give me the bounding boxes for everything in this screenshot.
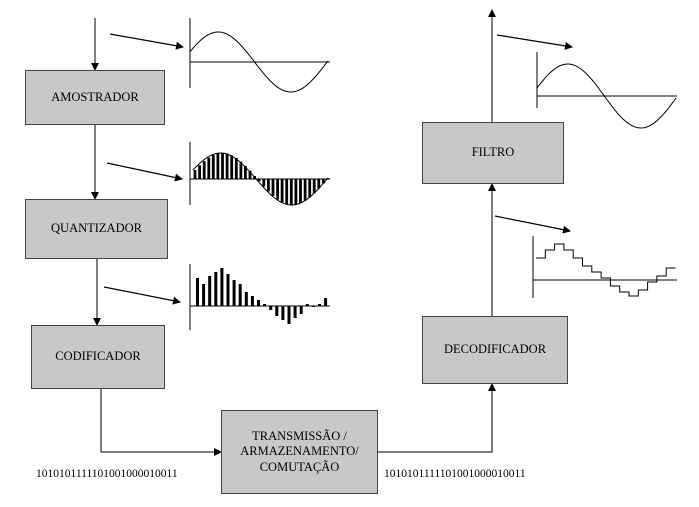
quantized-bar [324, 298, 328, 306]
sample-bar [193, 170, 197, 179]
quantized-bar [318, 304, 321, 306]
quantized-bar [299, 306, 303, 314]
sample-bar [280, 179, 284, 203]
codificador-label: CODIFICADOR [55, 349, 141, 364]
sample-bar [271, 179, 275, 196]
sample-bar [267, 179, 270, 192]
sample-bar [312, 179, 316, 194]
sample-bar [262, 179, 266, 187]
pointer-arrow-filtered [496, 34, 573, 50]
quantized-bar [293, 306, 297, 318]
quantized-bar [263, 304, 267, 306]
quantized-bar [287, 306, 291, 324]
quantized-bar [238, 284, 242, 306]
quantized-bar [196, 278, 199, 306]
sample-bar [202, 161, 206, 179]
quantized-bar [226, 274, 230, 306]
amostrador-block: AMOSTRADOR [25, 70, 165, 125]
sample-bar [244, 165, 247, 179]
output-bitstream: 1010101111101001000010011 [384, 468, 526, 480]
sample-bar [198, 165, 201, 179]
pointer-arrow-sampled [106, 162, 183, 182]
quantized-bar [232, 280, 236, 306]
quantized-bar [257, 300, 260, 306]
quantized-bar [208, 276, 212, 306]
sample-bar [216, 153, 220, 179]
input-bitstream: 1010101111101001000010011 [36, 468, 178, 480]
sample-bar [303, 179, 307, 201]
sample-bar [317, 179, 321, 189]
waveform-analog-input [189, 18, 330, 93]
sample-bar [289, 179, 293, 205]
quantized-bar [250, 296, 254, 306]
sample-bar [211, 155, 215, 179]
decodificador-block: DECODIFICADOR [422, 316, 568, 384]
waveform-sampled [189, 142, 330, 206]
sample-bar [230, 155, 234, 179]
sample-bar [248, 170, 252, 179]
sample-bar [257, 179, 261, 182]
quantized-bar [269, 306, 273, 310]
quantized-bar [305, 304, 309, 306]
pointer-arrow-decoded [494, 215, 571, 234]
waveform-filtered-output [536, 52, 677, 129]
codificador-to-transmissao-arrow [100, 389, 222, 456]
sample-bar [299, 179, 302, 204]
amostrador-label: AMOSTRADOR [51, 89, 139, 104]
sample-bar [322, 179, 325, 184]
filtro-block: FILTRO [422, 122, 564, 184]
sample-bar [276, 179, 279, 200]
waveform-decoded-staircase [532, 236, 677, 298]
quantized-bar [281, 306, 285, 320]
transmissao-to-decodificador-arrow [378, 383, 496, 453]
quantized-bar [311, 306, 315, 307]
waveform-quantized [189, 264, 330, 330]
decodificador-label: DECODIFICADOR [443, 342, 547, 357]
sample-bar [207, 157, 211, 179]
sample-bar [225, 153, 229, 179]
codificador-block: CODIFICADOR [31, 325, 165, 389]
pointer-arrow-analog-input [109, 33, 184, 50]
quantized-bar [275, 306, 279, 316]
sample-bar [285, 179, 289, 205]
sample-bar [234, 158, 238, 179]
quantized-bar [214, 272, 218, 306]
filtro-label: FILTRO [471, 145, 515, 160]
quantizador-label: QUANTIZADOR [51, 221, 142, 236]
quantized-bar [244, 292, 248, 306]
transmissao-label-line3: COMUTAÇÃO [259, 459, 340, 474]
quantizador-block: QUANTIZADOR [25, 199, 168, 259]
transmissao-label-line1: TRANSMISSÃO / [252, 428, 347, 443]
quantized-bar [202, 284, 206, 306]
pointer-arrow-quantized [103, 286, 181, 305]
transmissao-block: TRANSMISSÃO / ARMAZENAMENTO/ COMUTAÇÃO [221, 410, 378, 494]
sample-bar [221, 153, 224, 179]
sample-bar [239, 161, 243, 179]
quantized-bar [220, 268, 224, 306]
sample-bar [308, 179, 312, 198]
transmissao-label-line2: ARMAZENAMENTO/ [240, 444, 359, 459]
sample-bar [294, 179, 298, 205]
